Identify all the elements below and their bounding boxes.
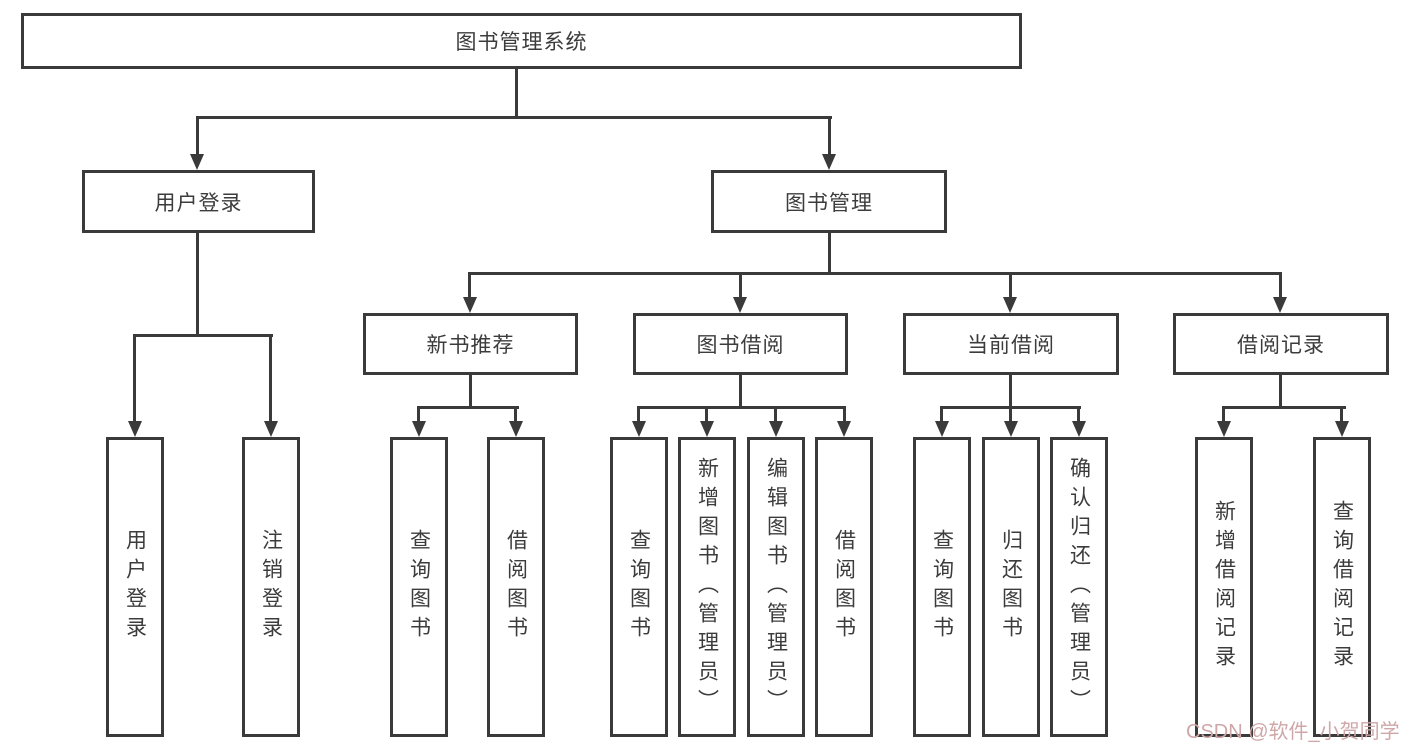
connector-line [828,233,831,275]
leaf-borrow-books-recommend: 借阅图书 [487,437,545,737]
leaf-logout: 注销登录 [242,437,300,737]
leaf-label: 归还图书 [999,529,1023,645]
node-label: 借阅记录 [1237,334,1325,357]
leaf-label: 借阅图书 [504,529,528,645]
leaf-label: 查询借阅记录 [1330,500,1354,674]
arrow-down-icon [822,154,836,170]
arrow-down-icon [190,154,204,170]
node-current-borrowing: 当前借阅 [903,313,1119,375]
arrow-down-icon [1335,421,1349,437]
leaf-label: 查询图书 [627,529,651,645]
leaf-label: 新增借阅记录 [1212,500,1236,674]
arrow-down-icon [128,421,142,437]
connector-line [514,406,517,423]
leaf-confirm-return-admin: 确认归还（管理员） [1050,437,1108,737]
node-label: 用户登录 [154,191,243,215]
node-user-login: 用户登录 [82,170,315,233]
leaf-query-books-borrowing: 查询图书 [610,437,668,737]
arrow-down-icon [264,421,278,437]
connector-line [417,406,519,409]
connector-line [269,334,272,422]
connector-line [1009,406,1012,423]
connector-line [196,116,832,119]
connector-line [417,406,420,423]
arrow-down-icon [837,421,851,437]
arrow-down-icon [412,421,426,437]
leaf-label: 借阅图书 [832,529,856,645]
node-book-borrowing: 图书借阅 [633,313,848,375]
leaf-add-books-admin: 新增图书（管理员） [678,437,736,737]
node-new-book-recommendation: 新书推荐 [363,313,578,375]
leaf-label: 确认归还（管理员） [1067,456,1091,718]
leaf-label: 新增图书（管理员） [695,456,719,718]
csdn-watermark: CSDN @软件_小贺同学 [1186,721,1400,743]
connector-line [1279,272,1282,300]
connector-line [1279,375,1282,409]
leaf-edit-books-admin: 编辑图书（管理员） [747,437,805,737]
connector-line [828,116,831,156]
connector-line [468,272,1282,275]
arrow-down-icon [1273,297,1287,313]
connector-line [468,272,471,300]
connector-line [133,334,136,422]
connector-line [940,406,943,423]
connector-line [1009,375,1012,409]
connector-line [469,375,472,409]
connector-line [637,406,640,423]
leaf-query-borrow-record: 查询借阅记录 [1313,437,1371,737]
arrow-down-icon [700,421,714,437]
connector-line [1222,406,1346,409]
connector-line [1009,272,1012,300]
connector-line [1222,406,1225,423]
arrow-down-icon [769,421,783,437]
node-label: 图书借阅 [696,334,785,357]
connector-line [196,116,199,156]
arrow-down-icon [632,421,646,437]
node-book-management: 图书管理 [711,170,947,233]
node-library-management-system: 图书管理系统 [21,13,1022,69]
connector-line [774,406,777,423]
connector-line [515,68,518,118]
arrow-down-icon [1072,421,1086,437]
connector-line [133,334,273,337]
arrow-down-icon [509,421,523,437]
arrow-down-icon [1004,421,1018,437]
node-label: 新书推荐 [426,334,515,357]
leaf-query-books-current: 查询图书 [913,437,971,737]
leaf-label: 注销登录 [259,529,283,645]
arrow-down-icon [463,297,477,313]
connector-line [196,233,199,336]
connector-line [739,375,742,409]
arrow-down-icon [1217,421,1231,437]
leaf-label: 查询图书 [407,529,431,645]
leaf-label: 查询图书 [930,529,954,645]
connector-line [1340,406,1343,423]
node-borrowing-records: 借阅记录 [1173,313,1389,375]
leaf-user-login: 用户登录 [106,437,164,737]
arrow-down-icon [733,297,747,313]
leaf-query-books-recommend: 查询图书 [390,437,448,737]
arrow-down-icon [1003,297,1017,313]
leaf-label: 编辑图书（管理员） [764,456,788,718]
arrow-down-icon [935,421,949,437]
node-label: 图书管理系统 [455,31,588,54]
node-label: 图书管理 [785,191,873,215]
connector-line [637,406,846,409]
leaf-borrow-books: 借阅图书 [815,437,873,737]
leaf-add-borrow-record: 新增借阅记录 [1195,437,1253,737]
leaf-label: 用户登录 [123,529,147,645]
connector-line [705,406,708,423]
connector-line [1077,406,1080,423]
connector-line [739,272,742,300]
leaf-return-books: 归还图书 [982,437,1040,737]
node-label: 当前借阅 [967,334,1055,357]
connector-line [843,406,846,423]
